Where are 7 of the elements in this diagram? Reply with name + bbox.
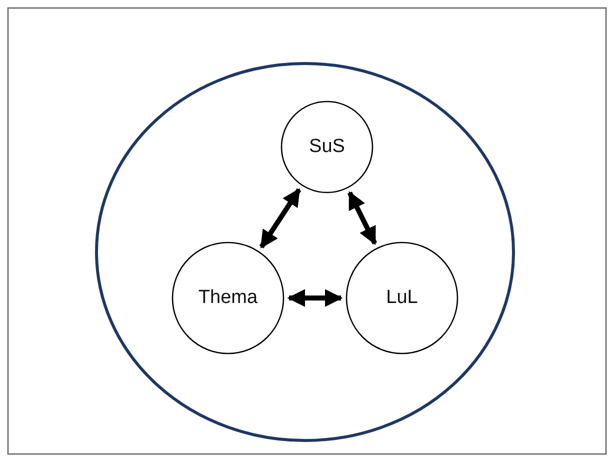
circle-node: SuS — [280, 100, 374, 194]
enclosing-circle — [95, 62, 515, 442]
circle-node: LuL — [345, 241, 459, 355]
circle-node: Thema — [171, 241, 285, 355]
double-arrow — [347, 191, 378, 245]
double-arrow — [259, 188, 302, 248]
double-arrow — [287, 289, 343, 307]
